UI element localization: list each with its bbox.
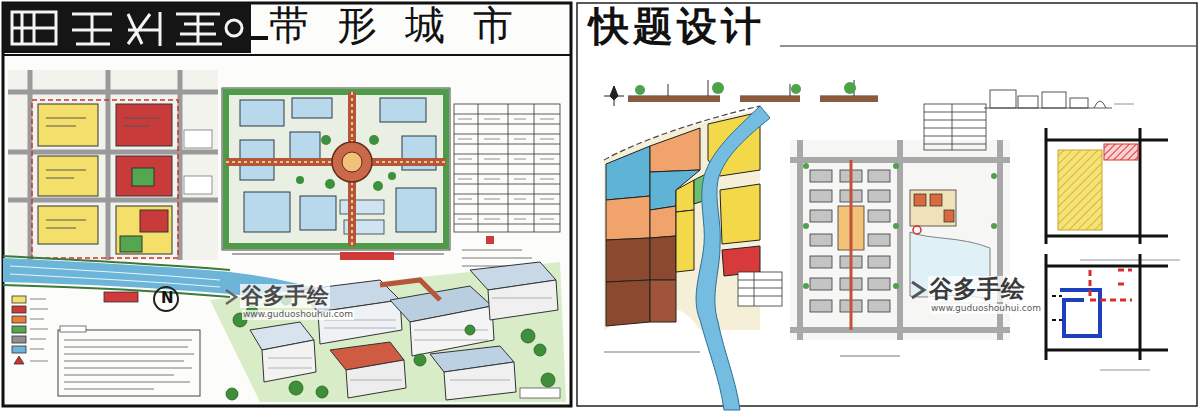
watermark-url: www.guduoshouhui.com [242, 310, 354, 320]
watermark: 谷多手绘 [240, 284, 330, 308]
sheet-title: 带形城市 [268, 4, 542, 48]
watermark: 谷多手绘 [928, 276, 1026, 302]
watermark-url: www.guduoshouhui.com [930, 304, 1042, 314]
sheet-title: 快题设计 [588, 4, 766, 48]
north-arrow-label: N [160, 290, 175, 307]
